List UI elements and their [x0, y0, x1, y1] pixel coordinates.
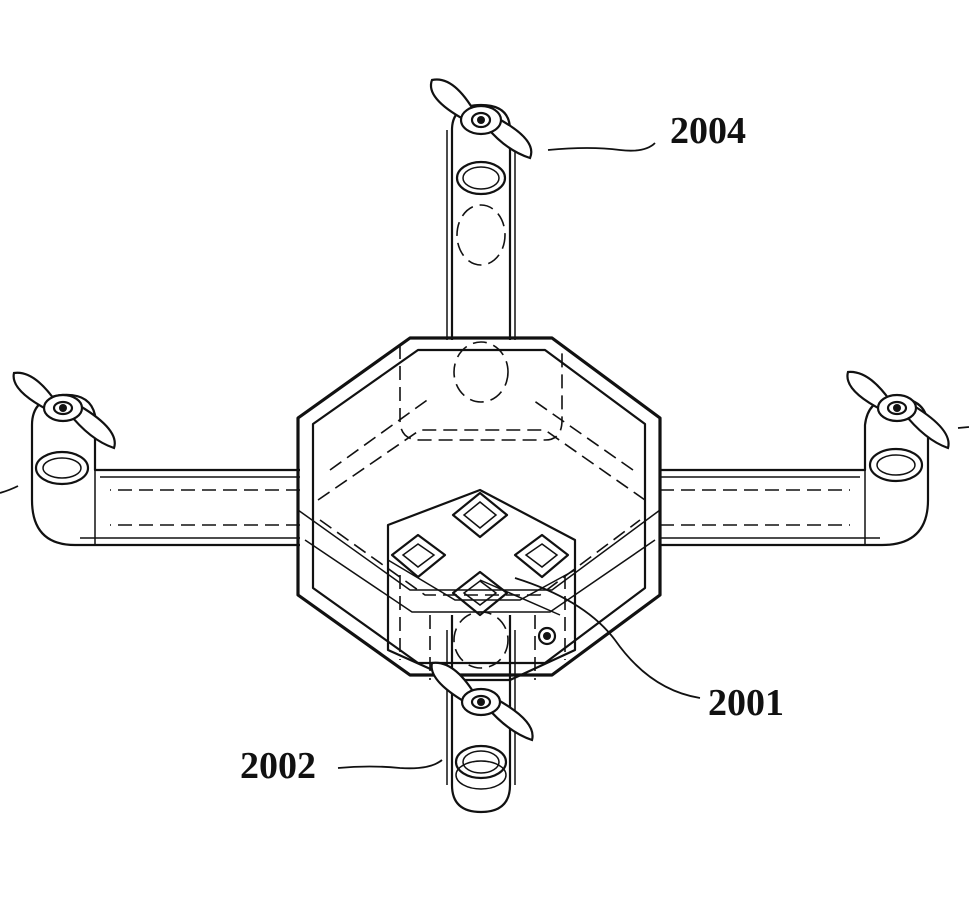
left-arm: [30, 393, 300, 547]
leader-right-edge: [957, 426, 969, 429]
bottom-rotor: [430, 661, 534, 742]
label-2004: 2004: [670, 110, 746, 152]
leader-2002: [337, 759, 443, 770]
right-rotor: [846, 370, 950, 450]
diamond-windows: [390, 491, 570, 617]
label-2001: 2001: [708, 682, 784, 724]
right-arm: [660, 396, 930, 547]
leader-left-edge: [0, 485, 19, 494]
central-body: [296, 336, 662, 682]
sensor-dot: [537, 626, 557, 646]
bottom-arm: [446, 611, 516, 814]
label-2002: 2002: [240, 745, 316, 787]
leader-2004: [547, 142, 656, 152]
left-rotor: [12, 371, 116, 450]
top-rotor: [429, 78, 533, 160]
top-arm: [446, 103, 516, 403]
leader-2001: [514, 577, 701, 699]
